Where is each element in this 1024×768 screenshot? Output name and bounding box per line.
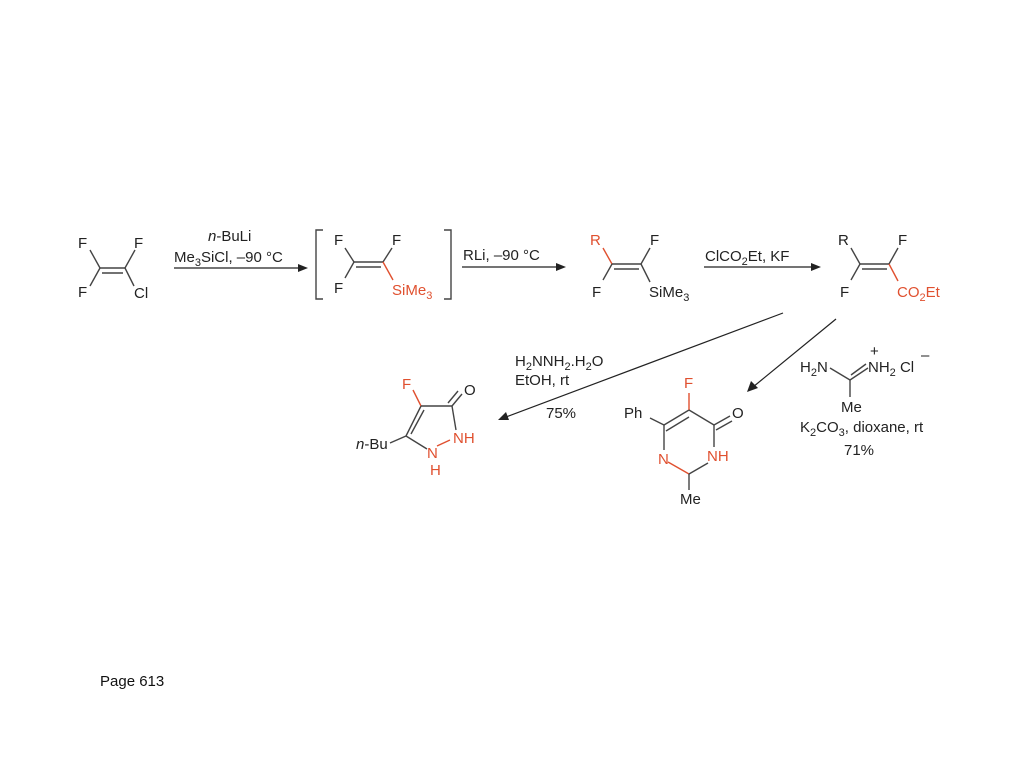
atom-H: H xyxy=(430,462,441,479)
molecule-pyrimidinone: Ph F O NH N Me xyxy=(624,375,744,508)
atom-O: O xyxy=(732,405,744,422)
reagent-base: K2CO3, dioxane, rt xyxy=(800,419,924,439)
reagent-solvent: EtOH, rt xyxy=(515,372,570,389)
atom-F: F xyxy=(392,232,401,249)
reagent-rli: RLi, –90 °C xyxy=(463,247,540,264)
group-butyl: n-Bu xyxy=(356,436,388,453)
molecule-pyrazolone: F O NH N H n-Bu xyxy=(356,376,476,479)
charge-plus: + xyxy=(870,343,879,360)
group-ester: CO2Et xyxy=(897,284,941,304)
atom-F: F xyxy=(592,284,601,301)
atom-Me: Me xyxy=(841,399,862,416)
reagent-clco2et: ClCO2Et, KF xyxy=(705,248,789,268)
atom-Me: Me xyxy=(680,491,701,508)
reagent-me3sicl: Me3SiCl, –90 °C xyxy=(174,249,283,269)
reaction-arrow-2: RLi, –90 °C xyxy=(462,247,566,271)
reaction-arrow-1: n-BuLi Me3SiCl, –90 °C xyxy=(174,228,308,272)
reaction-arrow-4: H2NNH2.H2O EtOH, rt 75% xyxy=(498,312,784,422)
group-silyl: SiMe3 xyxy=(649,284,689,304)
atom-N: N xyxy=(658,451,669,468)
atom-O: O xyxy=(464,382,476,399)
yield-pyrimidinone: 71% xyxy=(844,442,874,459)
atom-F: F xyxy=(334,280,343,297)
group-silyl: SiMe3 xyxy=(392,282,432,302)
reagent-amidine-h2n: H2N xyxy=(800,359,828,379)
atom-F: F xyxy=(402,376,411,393)
reaction-arrow-5: H2N NH2 Cl + – Me K2CO3, dioxane, rt 71% xyxy=(747,318,930,459)
atom-F: F xyxy=(840,284,849,301)
atom-NH: NH xyxy=(453,430,475,447)
atom-NH: NH xyxy=(707,448,729,465)
atom-F: F xyxy=(684,375,693,392)
molecule-chlorotrifluoroethylene: F F F Cl xyxy=(78,235,148,302)
atom-F: F xyxy=(78,235,87,252)
atom-F: F xyxy=(334,232,343,249)
molecule-silyl-intermediate: F F F SiMe3 xyxy=(315,229,452,302)
reaction-arrow-3: ClCO2Et, KF xyxy=(704,248,821,271)
charge-minus: – xyxy=(921,347,930,364)
molecule-alkylated-silane: R F F SiMe3 xyxy=(590,232,689,304)
page-number: Page 613 xyxy=(100,673,165,690)
atom-N: N xyxy=(427,445,438,462)
atom-F: F xyxy=(134,235,143,252)
atom-Cl: Cl xyxy=(134,285,148,302)
atom-F: F xyxy=(650,232,659,249)
atom-R: R xyxy=(590,232,601,249)
atom-F: F xyxy=(78,284,87,301)
reagent-nBuLi: n-BuLi xyxy=(208,228,251,245)
group-phenyl: Ph xyxy=(624,405,642,422)
reagent-hydrazine: H2NNH2.H2O xyxy=(515,353,603,373)
yield-pyrazolone: 75% xyxy=(546,405,576,422)
reagent-amidine-nh2: NH2 Cl xyxy=(868,359,914,379)
atom-F: F xyxy=(898,232,907,249)
atom-R: R xyxy=(838,232,849,249)
molecule-fluoroacrylate: R F F CO2Et xyxy=(838,232,941,304)
